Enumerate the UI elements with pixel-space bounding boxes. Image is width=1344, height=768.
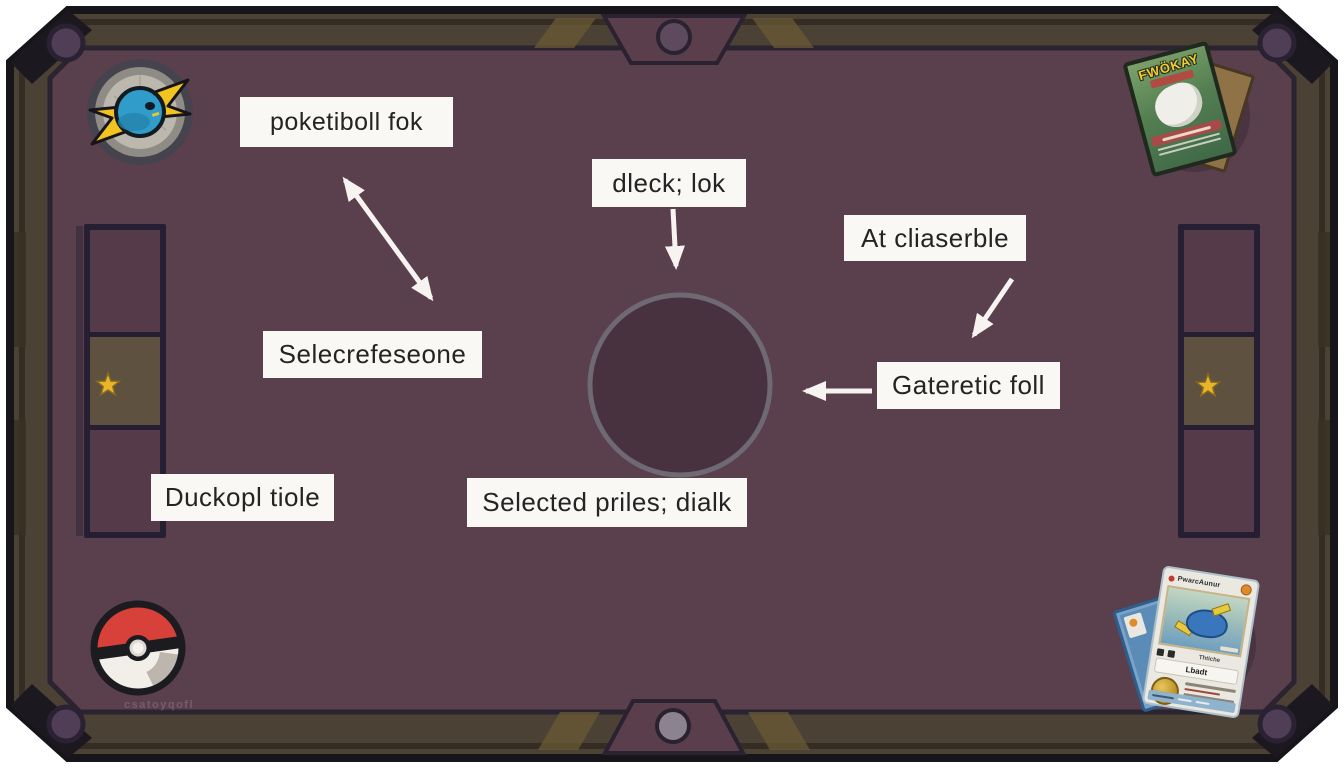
watermark-text: csatoyqofl	[124, 699, 195, 711]
screw-icon	[1257, 704, 1297, 744]
card-slot[interactable]	[90, 430, 160, 532]
frame-stripes	[534, 18, 814, 750]
pokemon-trading-card[interactable]: PwarcAunur Thtiche Lbadt	[1141, 565, 1261, 719]
energy-cost-icon	[1167, 649, 1176, 658]
winged-ball-emblem-icon[interactable]	[84, 56, 196, 168]
bottom-latch-hole	[655, 708, 691, 744]
label-top-left: poketiboll fok	[240, 97, 453, 147]
label-bottom-center: Selected priles; dialk	[467, 478, 747, 527]
energy-cost-icon	[1156, 647, 1165, 656]
screw-icon	[1257, 23, 1297, 63]
pokemon-card-green[interactable]: FWÖKAY	[1122, 40, 1238, 178]
star-icon	[94, 370, 122, 397]
card-art	[1158, 585, 1251, 658]
card-slot[interactable]	[90, 230, 160, 332]
frame-side-marks	[14, 232, 1330, 535]
star-icon	[1194, 371, 1222, 398]
label-bottom-left: Duckopl tiole	[151, 474, 334, 521]
energy-icon	[1239, 583, 1253, 597]
card-slot[interactable]	[1184, 430, 1254, 532]
screw-icon	[46, 23, 86, 63]
screw-icon	[46, 704, 86, 744]
deck-card-stack-top-right[interactable]: FWÖKAY	[1122, 40, 1292, 198]
pokeball-icon[interactable]	[86, 596, 190, 700]
label-mid-left: Selecrefeseone	[263, 331, 482, 378]
card-stack-bottom-right[interactable]: PwarcAunur Thtiche Lbadt	[1112, 565, 1298, 744]
label-mid-right: Gateretic foll	[877, 362, 1060, 409]
card-slot[interactable]	[1184, 230, 1254, 332]
bottom-latch-tab	[601, 699, 747, 755]
top-latch-tab	[600, 14, 748, 65]
stage-dot-icon	[1168, 574, 1176, 582]
label-top-center: dleck; lok	[592, 159, 746, 207]
top-latch-hole	[656, 19, 692, 55]
corner-screws	[46, 23, 1297, 744]
center-zone-circle[interactable]	[587, 292, 773, 478]
card-type-line: Thtiche	[1198, 654, 1221, 665]
label-top-right: At cliaserble	[844, 215, 1026, 261]
right-slot-column	[1178, 224, 1260, 538]
card-slot-active[interactable]	[1184, 337, 1254, 425]
left-slot-column	[76, 224, 166, 538]
